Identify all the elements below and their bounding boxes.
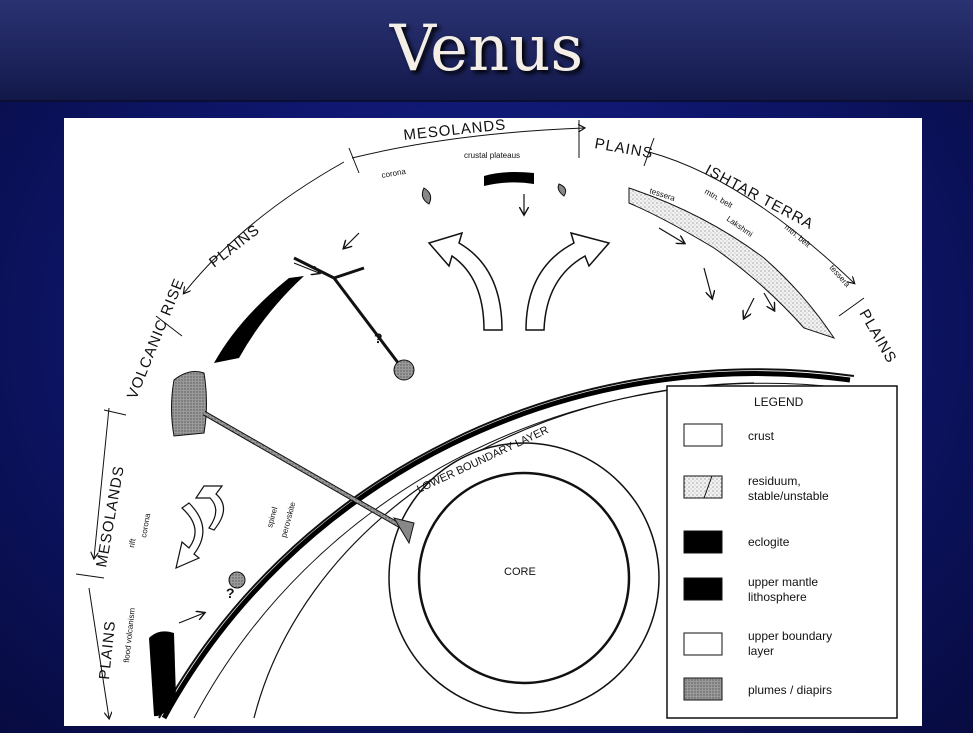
tick-7 [76,574,104,578]
label-question-2: ? [226,585,235,601]
label-perovskite: perovskite [279,500,297,538]
legend: LEGEND crust residuum,stable/unstable ec… [667,386,897,718]
tick-6 [104,410,126,415]
legend-swatch-crust [684,424,722,446]
legend-label-plumes-diapirs: plumes / diapirs [748,683,832,697]
eclogite-patch-top [484,172,534,186]
label-mesolands-top: MESOLANDS [403,118,507,144]
plume-upper-stem2 [334,268,364,278]
tick-1 [349,148,359,173]
label-plains-top: PLAINS [593,135,654,162]
label-corona-left: corona [139,512,152,538]
legend-swatch-upper-mantle-lithosphere [684,578,722,600]
label-question-1: ? [374,330,383,346]
upwelling-arrow-right [526,233,609,330]
label-flood-volcanism: flood volcanism [122,607,137,663]
legend-label-crust: crust [748,429,775,443]
venus-cross-section-diagram: MESOLANDS PLAINS ISHTAR TERRA PLAINS PLA… [64,118,922,726]
plume-volcanic-rise [172,372,207,436]
legend-label-eclogite: eclogite [748,535,790,549]
label-corona-top: corona [381,167,407,180]
title-bar: Venus [0,0,973,102]
label-spinel: spinel [265,506,279,529]
label-tessera-right: tessera [828,263,853,289]
upwelling-arrow-left [429,233,502,330]
diapir-head-upper [394,360,414,380]
flow-arrow-6 [744,298,754,318]
diagram-figure: MESOLANDS PLAINS ISHTAR TERRA PLAINS PLA… [64,118,922,726]
flow-arrow-5 [704,268,712,298]
flow-arrow-8 [179,613,204,623]
slide-title: Venus [0,12,973,86]
label-plains-right: PLAINS [856,307,900,367]
label-crustal-plateaus: crustal plateaus [464,151,520,160]
label-core: CORE [504,566,536,578]
label-plains-upper-left: PLAINS [206,221,263,271]
extent-plains-upper-left [184,162,344,293]
label-plains-lower-left: PLAINS [96,620,119,681]
plume-tail-long-inner [204,413,404,528]
plume-small-top [422,188,430,204]
core [419,473,629,683]
downwelling-arrow-left-1 [176,503,203,568]
legend-title: LEGEND [754,395,804,409]
legend-swatch-eclogite [684,531,722,553]
eclogite-patch-left [214,276,304,363]
plume-upper-stem [294,258,334,278]
legend-swatch-upper-boundary-layer [684,633,722,655]
flow-arrow-2 [344,233,359,248]
flow-arrow-4 [659,228,684,243]
legend-swatch-residuum [684,476,722,498]
label-rift: rift [127,537,138,548]
legend-swatch-plumes-diapirs [684,678,722,700]
plume-upper-tail [334,278,402,368]
plume-small-top-2 [558,184,565,196]
eclogite-patch-lower-left [149,631,176,716]
